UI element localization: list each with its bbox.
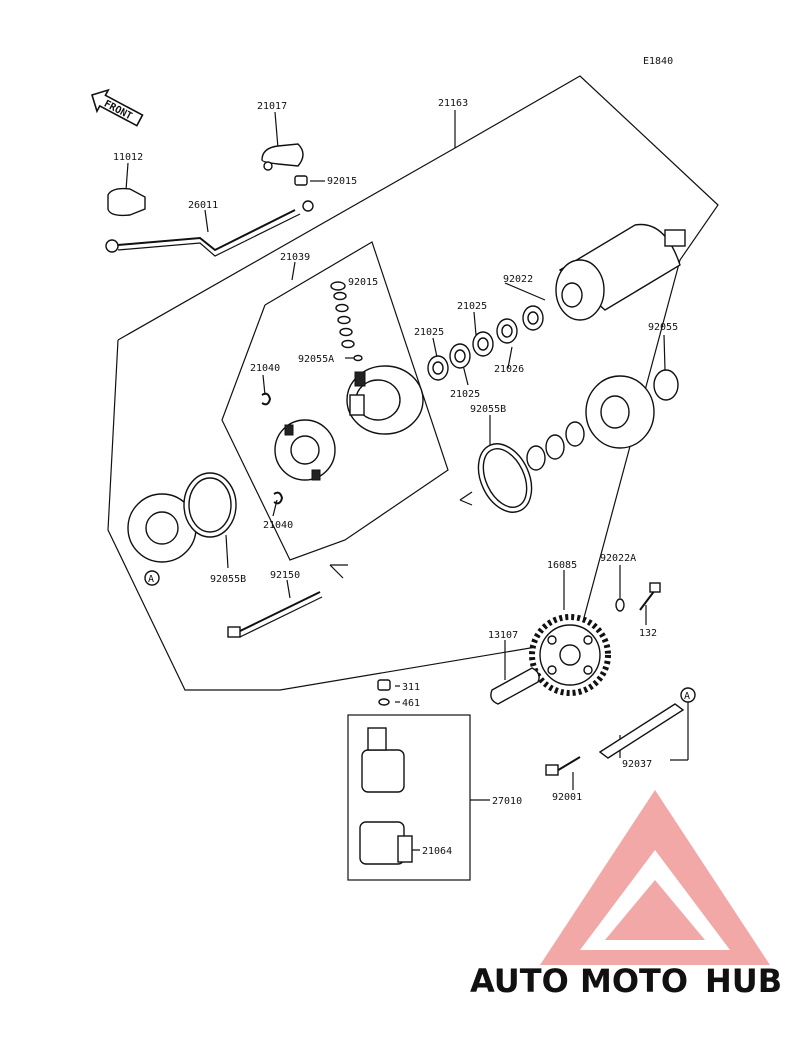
rear-cover-part: A [127, 472, 237, 586]
label-92055B-right: 92055B [470, 404, 506, 415]
label-92015-top: 92015 [327, 176, 357, 187]
diagram-code: E1840 [643, 56, 673, 67]
label-16085: 16085 [547, 560, 577, 571]
watermark-text: AUTO MOTO HUB [470, 962, 782, 1000]
label-92055A: 92055A [298, 354, 334, 365]
motor-yoke-part [555, 223, 686, 321]
label-21039: 21039 [280, 252, 310, 263]
front-arrow-icon: FRONT [91, 88, 144, 127]
through-bolt-part [227, 591, 323, 638]
brush-plate-part [274, 419, 336, 481]
part-labels: 21017 21163 11012 92015 26011 21039 9201… [113, 98, 678, 857]
bolt-part-132 [639, 582, 661, 611]
label-11012: 11012 [113, 152, 143, 163]
washer-461 [378, 698, 390, 706]
front-cover-part [585, 369, 679, 449]
brush-holder-outline [221, 241, 449, 561]
lead-wire-part [105, 200, 314, 257]
shim-washers [427, 305, 544, 381]
label-13107: 13107 [488, 630, 518, 641]
label-92037: 92037 [622, 759, 652, 770]
gear-part [529, 614, 611, 696]
label-132: 132 [639, 628, 657, 639]
label-21025-bottom: 21025 [450, 389, 480, 400]
label-92022: 92022 [503, 274, 533, 285]
label-311: 311 [402, 682, 420, 693]
label-21025-left: 21025 [414, 327, 444, 338]
label-26011: 26011 [188, 200, 218, 211]
label-21025-top: 21025 [457, 301, 487, 312]
bolt-part-92001 [545, 756, 581, 776]
label-92001: 92001 [552, 792, 582, 803]
spring-part-top [261, 392, 272, 406]
ref-marker-left: A [148, 574, 154, 585]
washer-stack [330, 281, 363, 362]
label-92150: 92150 [270, 570, 300, 581]
label-92055B-left: 92055B [210, 574, 246, 585]
nut-part [294, 175, 308, 186]
relay-box-outline [347, 714, 471, 881]
watermark-hub: HUB [705, 962, 782, 1000]
watermark-auto: AUTO [470, 962, 569, 1000]
label-21064: 21064 [422, 846, 452, 857]
assembly-outline [107, 75, 719, 691]
brush-holder-part [346, 365, 424, 435]
label-92055: 92055 [648, 322, 678, 333]
spring-part-bottom [273, 491, 284, 505]
label-21040-top: 21040 [250, 363, 280, 374]
thrust-washers [526, 421, 585, 471]
shaft-part [490, 667, 540, 705]
washer-part [615, 598, 625, 612]
ref-marker-right: A [684, 691, 690, 702]
label-21163: 21163 [438, 98, 468, 109]
watermark-moto: MOTO [580, 962, 688, 1000]
terminal-boot-part [261, 143, 304, 171]
label-21026: 21026 [494, 364, 524, 375]
cap-part [107, 187, 146, 217]
watermark-logo [540, 790, 770, 965]
label-21017: 21017 [257, 101, 287, 112]
bracket-part: A [598, 687, 696, 759]
label-92022A: 92022A [600, 553, 636, 564]
label-21040-bottom: 21040 [263, 520, 293, 531]
nut-311 [377, 679, 391, 691]
starter-relay-part [359, 727, 413, 865]
o-ring-rear [477, 443, 533, 513]
label-461: 461 [402, 698, 420, 709]
label-27010: 27010 [492, 796, 522, 807]
label-92015-brush: 92015 [348, 277, 378, 288]
